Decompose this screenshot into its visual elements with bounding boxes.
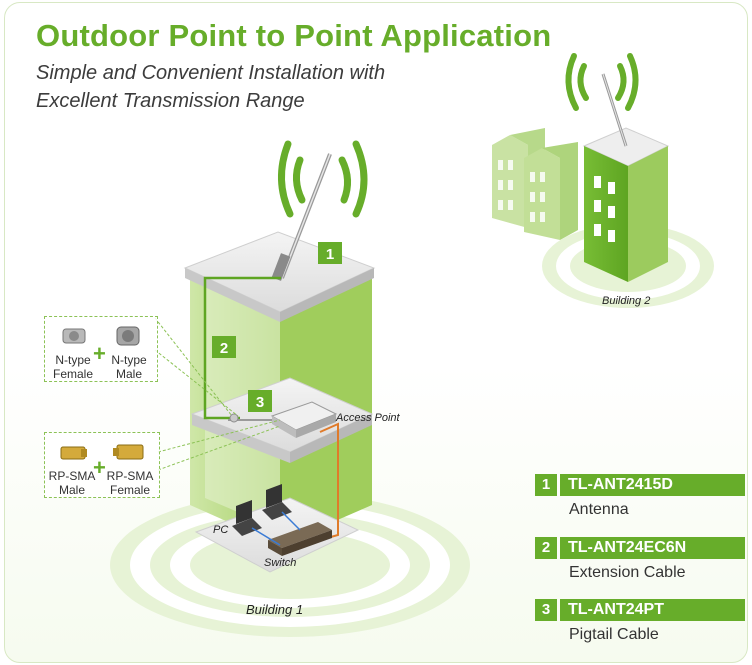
legend-model: TL-ANT2415D	[560, 474, 745, 496]
legend-number: 3	[535, 599, 557, 621]
building1-antenna	[271, 153, 332, 281]
marker-3: 3	[248, 390, 272, 412]
legend-description: Pigtail Cable	[569, 626, 659, 643]
subtitle-line-1: Simple and Convenient Installation with	[36, 62, 386, 84]
pc-label: PC	[213, 524, 228, 536]
subtitle-line-2: Excellent Transmission Range	[36, 90, 305, 112]
building2-main-tower	[582, 127, 670, 282]
building1-signal-waves	[277, 140, 368, 218]
building2-label: Building 2	[602, 295, 650, 307]
svg-text:2: 2	[220, 340, 228, 357]
svg-text:3: 3	[256, 394, 264, 411]
legend-model: TL-ANT24EC6N	[560, 537, 745, 559]
svg-text:1: 1	[326, 246, 334, 263]
page-title: Outdoor Point to Point Application	[36, 18, 552, 53]
legend-description: Antenna	[569, 501, 629, 518]
rp-sma-connector-icons	[60, 444, 144, 460]
building2-antenna	[601, 73, 628, 147]
switch-device	[268, 522, 332, 556]
marker-1: 1	[318, 242, 342, 264]
building2-signal-waves	[565, 53, 639, 111]
plus-sign: +	[93, 455, 106, 480]
legend-model: TL-ANT24PT	[560, 599, 745, 621]
switch-label: Switch	[264, 557, 296, 569]
access-point-label: Access Point	[335, 412, 401, 424]
plus-sign: +	[93, 341, 106, 366]
extension-cable	[203, 276, 281, 420]
legend-number: 2	[535, 537, 557, 559]
connector-leader-lines	[154, 317, 281, 471]
marker-2: 2	[212, 336, 236, 358]
access-point-device	[228, 401, 338, 438]
n-type-connector-icons	[62, 326, 140, 346]
building2-back-towers	[492, 128, 578, 240]
legend-number: 1	[535, 474, 557, 496]
building1-label: Building 1	[246, 602, 303, 617]
legend-description: Extension Cable	[569, 564, 686, 581]
pc-laptops	[232, 484, 301, 546]
